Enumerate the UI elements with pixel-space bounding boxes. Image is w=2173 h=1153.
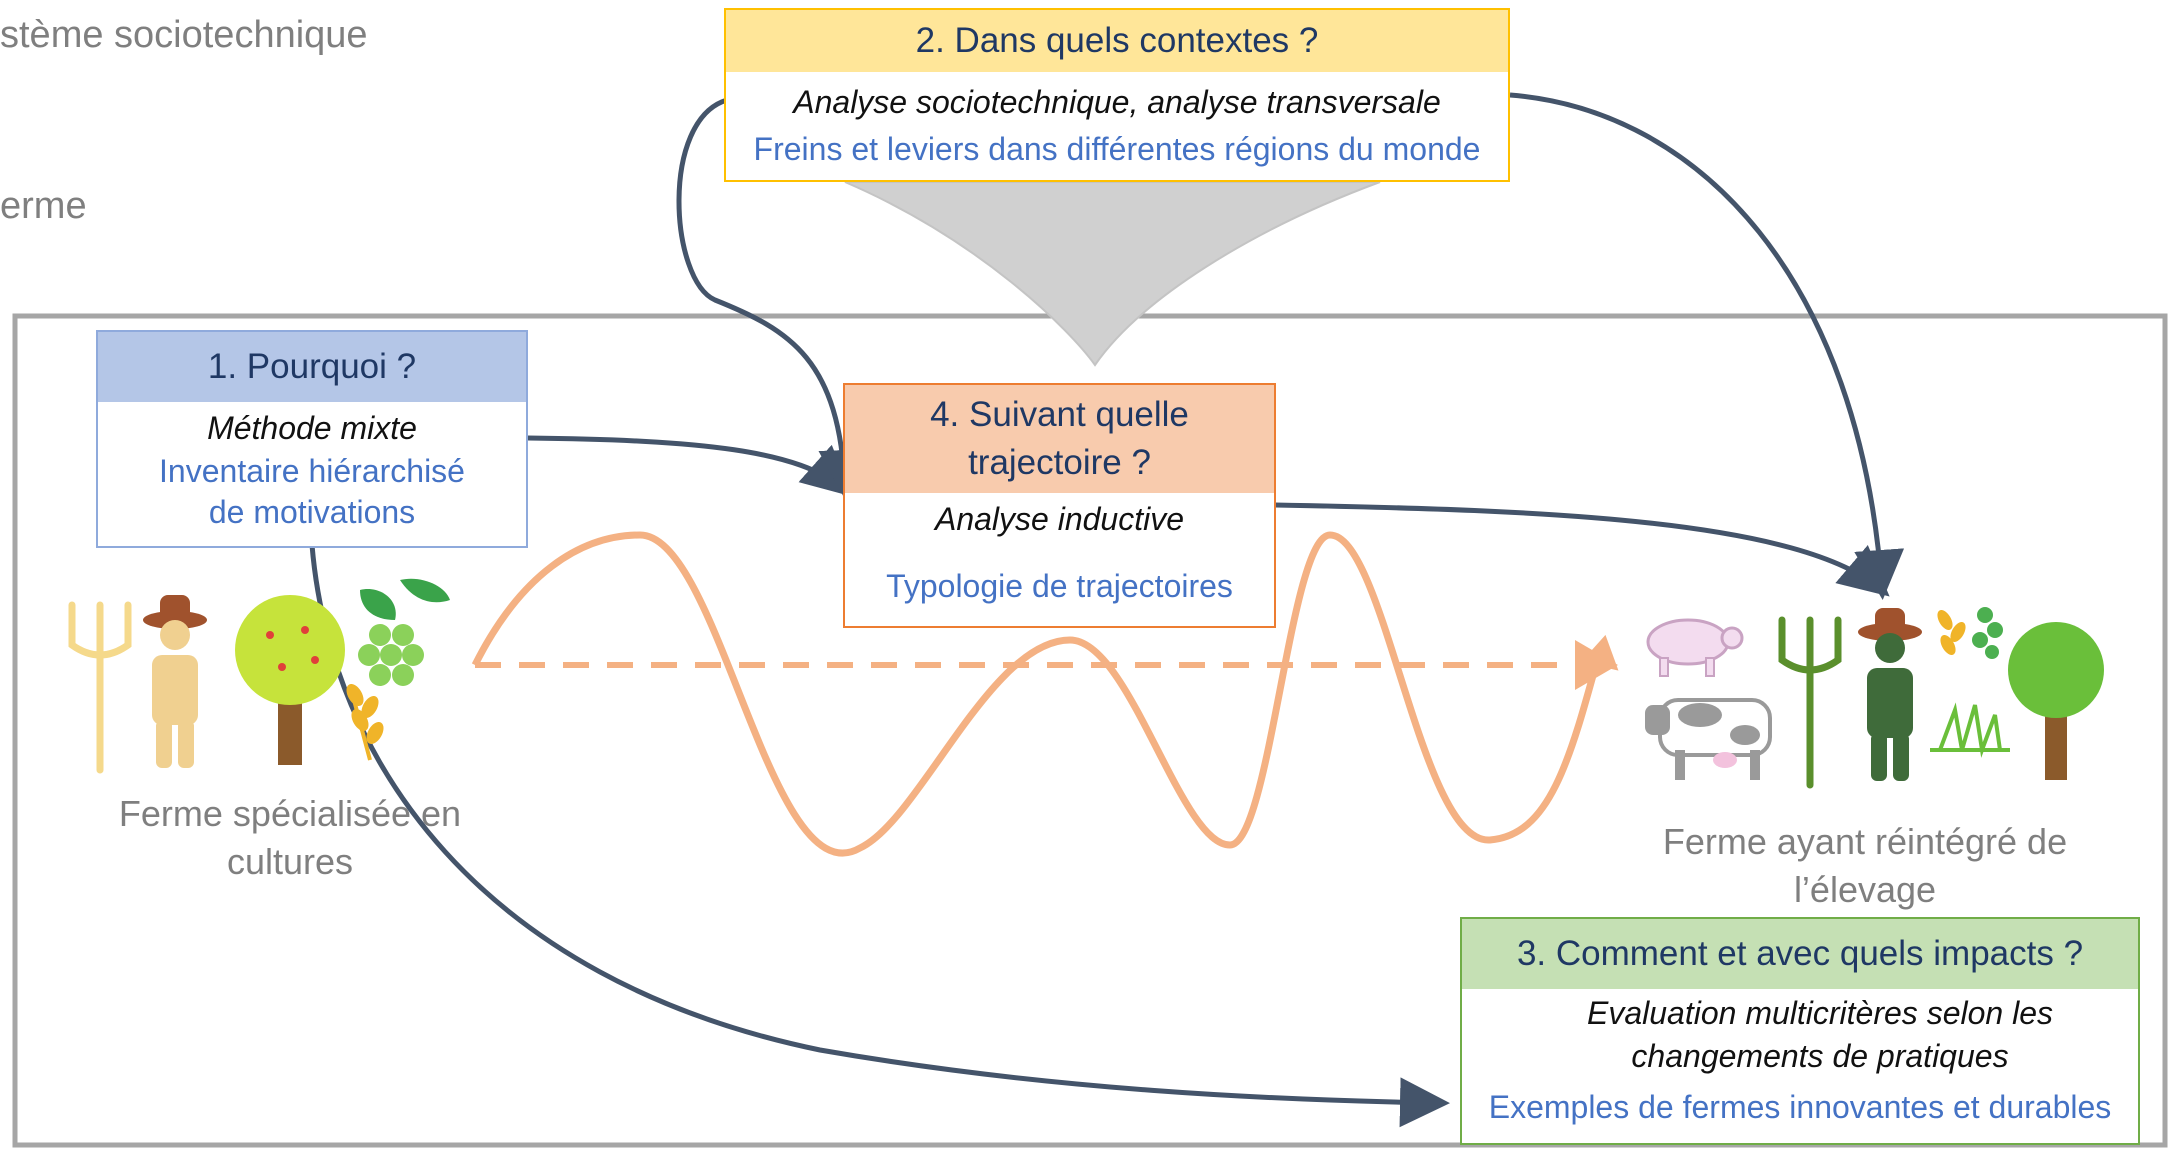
box-contexts-title: 2. Dans quels contextes ? (726, 10, 1508, 72)
wheat-icon (346, 684, 384, 761)
farmer-icon (143, 595, 207, 768)
cow-icon (1645, 698, 1772, 780)
box-trajectory-title-line1: 4. Suivant quelle (930, 395, 1189, 434)
box-impacts: 3. Comment et avec quels impacts ? Evalu… (1460, 917, 2140, 1145)
box-impacts-result: Exemples de fermes innovantes et durable… (1488, 1089, 2112, 1125)
tree-icon (2008, 622, 2104, 780)
start-farm-caption: Ferme spécialisée en cultures (100, 790, 480, 886)
box-why: 1. Pourquoi ? Méthode mixte Inventaire h… (96, 330, 528, 548)
farmer-icon (1858, 608, 1922, 781)
box-trajectory: 4. Suivant quelle trajectoire ? Analyse … (843, 383, 1276, 628)
box-impacts-method-line2: changements de pratiques (1631, 1038, 2009, 1074)
box-trajectory-title-line2: trajectoire ? (968, 443, 1151, 482)
box-why-method: Méthode mixte (207, 410, 417, 446)
box-why-result-line2: de motivations (208, 494, 416, 530)
crop-farm-illustration (68, 578, 450, 774)
box-impacts-title: 3. Comment et avec quels impacts ? (1462, 919, 2138, 989)
pitchfork-icon (68, 601, 132, 774)
end-farm-caption-line2: l’élevage (1793, 869, 1937, 910)
box-trajectory-result: Typologie de trajectoires (886, 568, 1233, 604)
box-contexts: 2. Dans quels contextes ? Analyse sociot… (724, 8, 1510, 182)
box-impacts-method-line1: Evaluation multicritères selon les (1587, 995, 2053, 1031)
grapes-icon (358, 578, 450, 686)
mixed-farm-illustration (1645, 607, 2104, 789)
box-contexts-result: Freins et leviers dans différentes régio… (753, 131, 1481, 167)
grass-icon (1930, 702, 2010, 758)
leaves-icon (1972, 607, 2003, 659)
box-why-title: 1. Pourquoi ? (98, 332, 526, 402)
end-farm-caption: Ferme ayant réintégré de l’élevage (1620, 818, 2110, 914)
direct-path-arrowhead (1575, 640, 1618, 690)
box-trajectory-title: 4. Suivant quelle trajectoire ? (845, 385, 1274, 493)
arrow-contexts-to-end-farm (1509, 92, 1905, 600)
sociotechnical-system-label: stème sociotechnique (0, 14, 368, 56)
start-farm-caption-line1: Ferme spécialisée en (118, 793, 462, 834)
wheat-icon (1937, 610, 1966, 655)
box-trajectory-method: Analyse inductive (934, 501, 1185, 537)
farm-system-label: erme (0, 185, 87, 227)
arrow-why-to-trajectory (527, 435, 853, 497)
pig-icon (1646, 618, 1744, 677)
end-farm-caption-line1: Ferme ayant réintégré de (1662, 821, 2068, 862)
box-contexts-method: Analyse sociotechnique, analyse transver… (793, 84, 1441, 120)
arrow-contexts-to-trajectory (676, 97, 869, 500)
trajectory-wave (471, 531, 1604, 857)
fruit-tree-icon (235, 595, 345, 765)
box-why-result-line1: Inventaire hiérarchisé (159, 453, 465, 489)
funnel-shape (844, 181, 1381, 367)
arrow-trajectory-to-end-farm (1274, 502, 1890, 597)
start-farm-caption-line2: cultures (226, 841, 354, 882)
pitchfork-icon (1778, 616, 1842, 789)
